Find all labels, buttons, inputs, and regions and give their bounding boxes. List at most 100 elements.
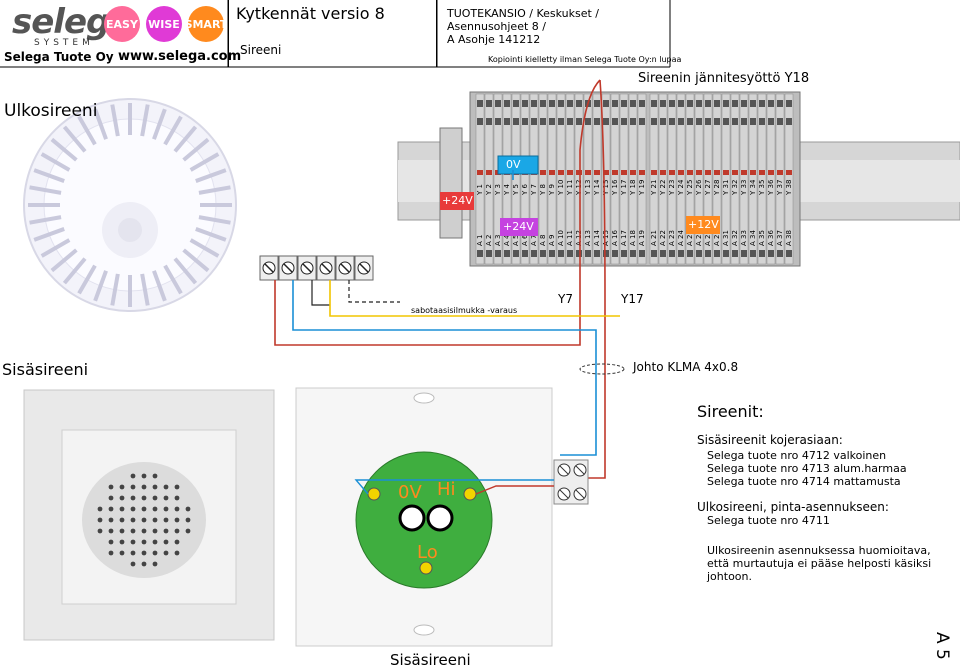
folder-line-1: TUOTEKANSIO / Keskukset /: [447, 7, 600, 20]
copyright-note: Kopiointi kielletty ilman Selega Tuote O…: [488, 55, 682, 64]
terminal-label-bottom: A 16: [611, 230, 619, 246]
speaker-hole: [119, 484, 125, 490]
terminal-clamp: [777, 250, 783, 257]
speaker-hole: [152, 539, 158, 545]
speaker-hole: [141, 484, 147, 490]
plus24-box-b: [500, 218, 538, 236]
speaker-hole: [108, 495, 114, 501]
speaker-hole: [130, 539, 136, 545]
y17-label: Y17: [621, 292, 644, 306]
pcb-0v-terminal: [367, 487, 381, 501]
pcb-lo-label: Lo: [417, 542, 438, 563]
speaker-hole: [141, 517, 147, 523]
plus24-label-a: +24V: [442, 194, 473, 207]
terminal-marker: [750, 170, 756, 175]
terminal-strip: [748, 93, 758, 265]
terminal-marker: [696, 170, 702, 175]
pcb-lo-terminal: [419, 561, 433, 575]
terminal-clamp: [522, 118, 528, 125]
speaker-hole: [163, 550, 169, 556]
terminal-label-bottom: A 24: [677, 230, 685, 246]
terminal-clamp: [621, 250, 627, 257]
speaker-hole: [141, 550, 147, 556]
cable-marker: [579, 363, 625, 375]
terminal-clamp: [576, 250, 582, 257]
wire-pcb-0v: [354, 479, 554, 495]
terminal-label-bottom: A 34: [749, 230, 757, 246]
speaker-hole: [119, 517, 125, 523]
siren-fin: [77, 115, 97, 146]
speaker-hole: [174, 484, 180, 490]
siren-fin: [163, 264, 183, 295]
speaker-hole: [108, 506, 114, 512]
terminal-strip: [601, 93, 611, 265]
terminal-clamp: [660, 250, 666, 257]
plus24-box-a: [440, 192, 474, 210]
terminal-clamp: [741, 250, 747, 257]
speaker-hole: [185, 528, 191, 534]
siren-fin: [50, 137, 78, 162]
terminal-clamp: [705, 118, 711, 125]
siren-fin: [182, 137, 210, 162]
indoor-info-heading: Sisäsireenit kojerasiaan:: [697, 433, 843, 447]
terminal-clamp: [651, 250, 657, 257]
terminal-clamp: [612, 100, 618, 107]
terminal-label-bottom: A 18: [629, 230, 637, 246]
terminal-label-top: Y 6: [521, 183, 529, 196]
speaker-hole: [163, 539, 169, 545]
terminal-clamp: [678, 118, 684, 125]
terminal-clamp: [576, 100, 582, 107]
siren-fin: [140, 273, 150, 306]
terminal-strip: [676, 93, 686, 265]
terminal-strip: [712, 93, 722, 265]
terminal-label-top: Y 12: [575, 180, 583, 196]
speaker-hole: [130, 561, 136, 567]
speaker-hole: [141, 561, 147, 567]
speaker-hole: [130, 506, 136, 512]
speaker-hole: [174, 528, 180, 534]
terminal-clamp: [630, 100, 636, 107]
speaker-hole: [119, 528, 125, 534]
terminal-label-bottom: A 10: [557, 230, 565, 246]
terminal-clamp: [696, 118, 702, 125]
tamper-label: sabotaasisilmukka -varaus: [411, 306, 518, 315]
terminal-label-bottom: A 21: [650, 230, 658, 246]
website-link[interactable]: www.selega.com: [118, 49, 242, 64]
terminal-clamp: [678, 100, 684, 107]
terminal-marker: [585, 170, 591, 175]
terminal-marker: [558, 170, 564, 175]
terminal-clamp: [669, 118, 675, 125]
terminal-clamp: [741, 100, 747, 107]
indoor-item-3: Selega tuote nro 4714 mattamusta: [707, 475, 901, 488]
speaker-hole: [152, 506, 158, 512]
indoor-caption: Sisäsireeni: [390, 651, 471, 669]
siren-fin: [29, 185, 62, 195]
speaker-hole: [119, 539, 125, 545]
terminal-clamp: [477, 100, 483, 107]
terminal-strip: [685, 93, 695, 265]
cable-label: Johto KLMA 4x0.8: [633, 360, 739, 374]
terminal-strip: [757, 93, 767, 265]
indoor-item-2: Selega tuote nro 4713 alum.harmaa: [707, 462, 907, 475]
speaker-hole: [163, 517, 169, 523]
terminal-clamp: [714, 250, 720, 257]
speaker-hole: [152, 528, 158, 534]
terminal-marker: [621, 170, 627, 175]
pcb-0v-label: 0V: [398, 482, 422, 503]
terminal-clamp: [567, 250, 573, 257]
terminal-label-bottom: A 5: [512, 235, 520, 246]
terminal-label-top: Y 31: [722, 180, 730, 196]
company-name: Selega Tuote Oy: [4, 50, 114, 64]
terminal-clamp: [477, 118, 483, 125]
speaker-hole: [163, 528, 169, 534]
terminal-label-top: Y 23: [668, 180, 676, 196]
speaker-hole: [163, 495, 169, 501]
terminal-clamp: [732, 118, 738, 125]
siren-fin: [189, 152, 220, 172]
terminal-clamp: [660, 100, 666, 107]
terminal-marker: [777, 170, 783, 175]
terminal-strip: [565, 93, 575, 265]
terminal-clamp: [669, 250, 675, 257]
folder-line-3: A Asohje 141212: [447, 33, 541, 46]
screw-slot: [359, 263, 369, 273]
